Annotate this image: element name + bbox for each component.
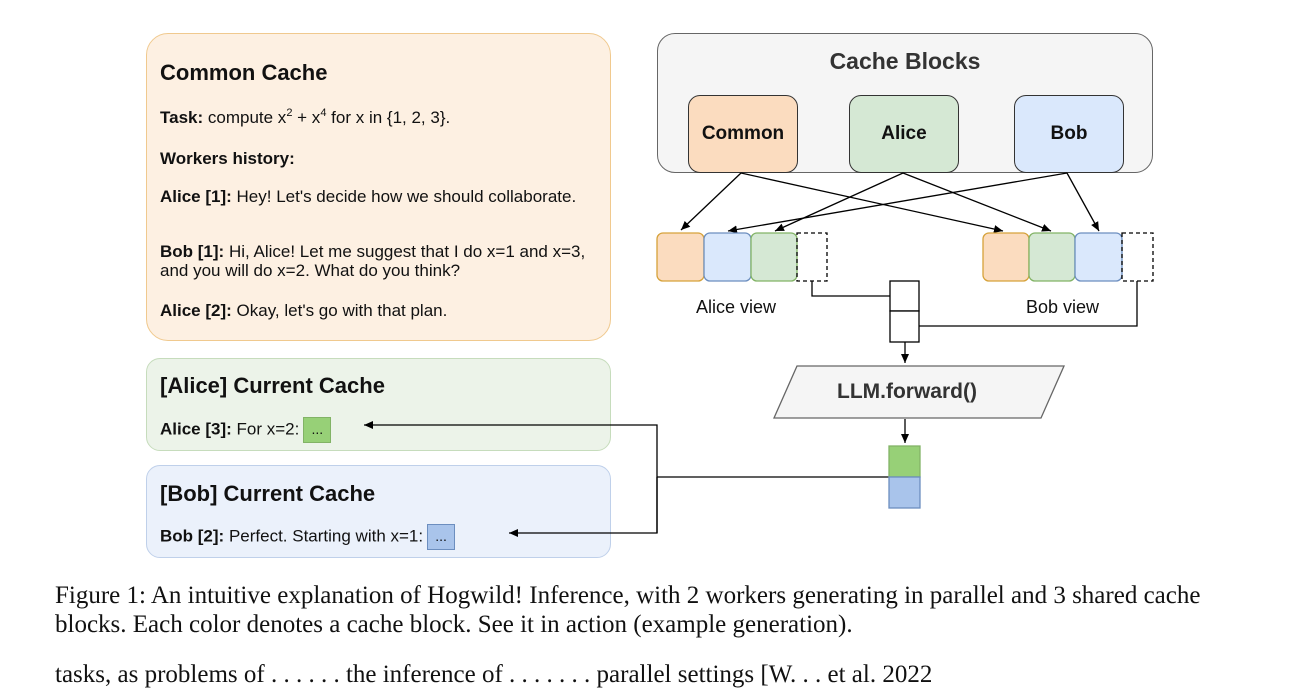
- message-text: For x=2:: [231, 419, 300, 439]
- message-speaker: Alice [2]:: [160, 301, 232, 320]
- batch-stack-bottom: [889, 310, 920, 343]
- alice-view-connector: [811, 281, 890, 297]
- return-to-bob-arrow: [509, 477, 658, 537]
- alice-current-cache-box: [Alice] Current Cache Alice [3]: For x=2…: [146, 358, 611, 451]
- alice-view-common-segment: [656, 232, 705, 282]
- llm-forward-label: LLM.forward(): [837, 380, 977, 403]
- message-alice-2: Alice [2]: Okay, let's go with that plan…: [160, 301, 600, 320]
- task-exponent: 4: [320, 107, 327, 119]
- alice-cache-title: [Alice] Current Cache: [160, 373, 385, 398]
- arrow-common-to-bob-view: [740, 172, 1004, 233]
- arrow-bob-to-alice-view: [727, 172, 1068, 234]
- cache-blocks-title: Cache Blocks: [829, 48, 981, 74]
- arrow-alice-to-alice-view: [774, 172, 904, 232]
- common-block: Common: [688, 95, 798, 173]
- bob-view-pending-segment: [1121, 232, 1154, 282]
- arrow-common-to-alice-view: [680, 172, 742, 231]
- message-text: Hi, Alice! Let me suggest that I do x=1 …: [160, 242, 586, 280]
- common-cache-box: Common Cache Task: compute x2 + x4 for x…: [146, 33, 611, 341]
- alice-block: Alice: [849, 95, 959, 173]
- message-bob-1: Bob [1]: Hi, Alice! Let me suggest that …: [160, 242, 600, 280]
- bob-block: Bob: [1014, 95, 1124, 173]
- arrow-bob-to-bob-view: [1066, 172, 1100, 232]
- message-speaker: Bob [2]:: [160, 526, 225, 546]
- common-cache-title: Common Cache: [160, 60, 328, 85]
- batch-stack-top: [889, 280, 920, 312]
- alice-view-label: Alice view: [696, 297, 777, 317]
- message-alice-1: Alice [1]: Hey! Let's decide how we shou…: [160, 187, 600, 206]
- task-label: Task:: [160, 108, 204, 127]
- message-speaker: Bob [1]:: [160, 242, 225, 261]
- output-alice-token: [888, 445, 921, 478]
- bob-token-chip: ...: [427, 524, 456, 550]
- bob-current-line: Bob [2]: Perfect. Starting with x=1:...: [160, 524, 600, 550]
- task-text: + x: [292, 108, 321, 127]
- bob-view-label: Bob view: [1026, 297, 1100, 317]
- task-text: compute x: [203, 108, 287, 127]
- arrow-alice-to-bob-view: [902, 172, 1052, 232]
- llm-forward-shape: [773, 365, 1065, 419]
- task-text: for x in {1, 2, 3}.: [326, 108, 451, 127]
- alice-token-chip: ...: [303, 417, 332, 443]
- bob-view-strip: [982, 232, 1154, 282]
- message-text: Perfect. Starting with x=1:: [224, 526, 424, 546]
- bob-view-common-segment: [982, 232, 1030, 282]
- message-text: Hey! Let's decide how we should collabor…: [231, 187, 577, 206]
- task-line: Task: compute x2 + x4 for x in {1, 2, 3}…: [160, 107, 600, 128]
- alice-view-alice-segment: [750, 232, 798, 282]
- bob-cache-title: [Bob] Current Cache: [160, 481, 376, 506]
- message-speaker: Alice [3]:: [160, 419, 232, 439]
- alice-view-pending-segment: [796, 232, 828, 282]
- return-to-alice-arrow: [364, 421, 658, 533]
- alice-view-bob-segment: [703, 232, 752, 282]
- message-text: Okay, let's go with that plan.: [231, 301, 448, 320]
- bob-view-alice-segment: [1028, 232, 1076, 282]
- message-speaker: Alice [1]:: [160, 187, 232, 206]
- output-bob-token: [888, 476, 921, 509]
- diagram-connectors: [364, 172, 1154, 537]
- figure-caption: Figure 1: An intuitive explanation of Ho…: [55, 582, 1201, 638]
- bob-view-connector: [919, 281, 1138, 327]
- alice-view-strip: [656, 232, 828, 282]
- bob-view-bob-segment: [1074, 232, 1123, 282]
- history-heading: Workers history:: [160, 149, 600, 168]
- alice-current-line: Alice [3]: For x=2:...: [160, 417, 600, 443]
- history-heading-text: Workers history:: [160, 149, 295, 168]
- cache-blocks-panel: Cache Blocks Common Alice Bob: [657, 33, 1153, 173]
- bob-current-cache-box: [Bob] Current Cache Bob [2]: Perfect. St…: [146, 465, 611, 558]
- task-exponent: 2: [286, 107, 293, 119]
